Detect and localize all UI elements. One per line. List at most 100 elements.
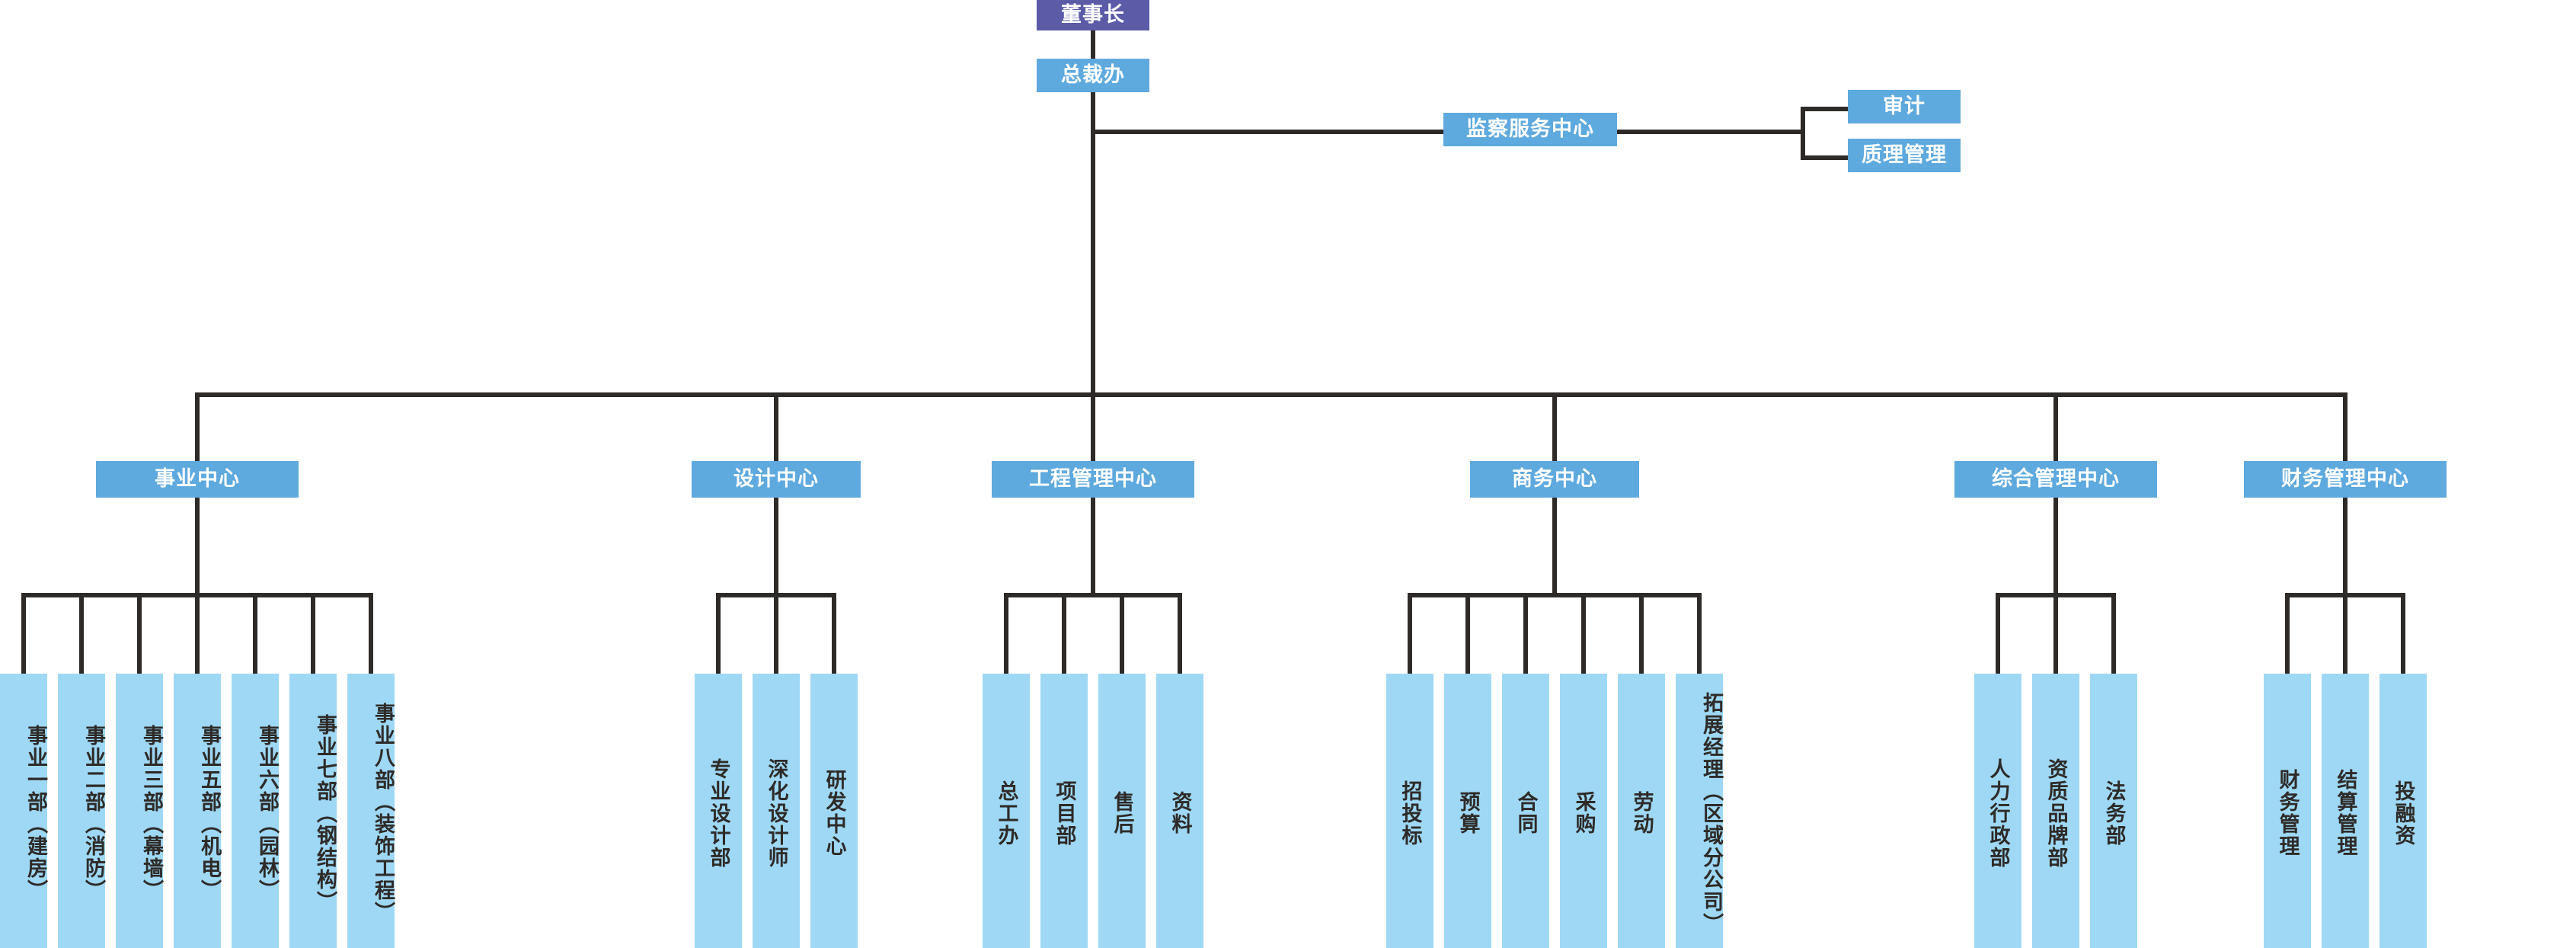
edge-spine-to-supervision bbox=[1091, 130, 1443, 134]
edge-group-0-leaf-1 bbox=[79, 593, 84, 674]
node-center-engineering-label: 工程管理中心 bbox=[1029, 467, 1157, 491]
edge-group-0-leaf-0 bbox=[21, 593, 26, 674]
edge-group-2-leaf-2 bbox=[1120, 593, 1124, 674]
leaf-dept-1-label: 事业二部（消防） bbox=[82, 725, 105, 902]
leaf-dept-5-label: 事业七部（钢结构） bbox=[314, 713, 337, 913]
leaf-dept-6-label: 事业八部（装饰工程） bbox=[372, 703, 395, 924]
leaf-dept-23-label: 财务管理 bbox=[2276, 769, 2300, 857]
edge-group-0-leaf-2 bbox=[137, 593, 142, 674]
leaf-dept-19[interactable]: 拓展经理（区域分公司） bbox=[1676, 674, 1723, 948]
node-center-comprehensive[interactable]: 综合管理中心 bbox=[1954, 461, 2157, 498]
leaf-dept-24[interactable]: 结算管理 bbox=[2322, 674, 2369, 948]
leaf-dept-14[interactable]: 招投标 bbox=[1386, 674, 1433, 948]
leaf-dept-4[interactable]: 事业六部（园林） bbox=[232, 674, 279, 948]
edge-group-3-leaf-5 bbox=[1697, 593, 1702, 674]
edge-group-2-leaf-1 bbox=[1062, 593, 1066, 674]
leaf-dept-7[interactable]: 专业设计部 bbox=[695, 674, 742, 948]
leaf-dept-1[interactable]: 事业二部（消防） bbox=[58, 674, 105, 948]
leaf-dept-6[interactable]: 事业八部（装饰工程） bbox=[347, 674, 395, 948]
leaf-dept-19-label: 拓展经理（区域分公司） bbox=[1700, 691, 1723, 935]
leaf-dept-0-label: 事业一部（建房） bbox=[24, 725, 47, 902]
edge-center-1-drop bbox=[774, 498, 778, 593]
leaf-dept-23[interactable]: 财务管理 bbox=[2264, 674, 2311, 948]
edge-group-3-leaf-0 bbox=[1408, 593, 1412, 674]
edge-group-4-leaf-2 bbox=[2111, 593, 2116, 674]
edge-group-0-leaf-3 bbox=[195, 593, 200, 674]
leaf-dept-12-label: 售后 bbox=[1111, 791, 1134, 835]
edge-main-bus bbox=[195, 392, 2347, 397]
edge-group-2-bus bbox=[1004, 593, 1182, 597]
node-quality-management-label: 质理管理 bbox=[1862, 143, 1947, 167]
leaf-dept-8-label: 深化设计师 bbox=[765, 757, 788, 869]
edge-group-0-leaf-6 bbox=[369, 593, 373, 674]
edge-group-1-leaf-2 bbox=[832, 593, 836, 674]
edge-center-4-drop bbox=[2053, 498, 2058, 593]
leaf-dept-5[interactable]: 事业七部（钢结构） bbox=[289, 674, 337, 948]
edge-group-5-leaf-0 bbox=[2285, 593, 2290, 674]
leaf-dept-18[interactable]: 劳动 bbox=[1618, 674, 1665, 948]
node-center-finance-label: 财务管理中心 bbox=[2281, 467, 2409, 491]
leaf-dept-11[interactable]: 项目部 bbox=[1040, 674, 1088, 948]
leaf-dept-16[interactable]: 合同 bbox=[1502, 674, 1549, 948]
edge-group-3-leaf-1 bbox=[1465, 593, 1470, 674]
edge-center-5-drop bbox=[2343, 498, 2347, 593]
edge-center-3-drop bbox=[1552, 498, 1557, 593]
edge-bus-to-center-0 bbox=[195, 392, 200, 461]
node-center-engineering[interactable]: 工程管理中心 bbox=[992, 461, 1194, 498]
leaf-dept-2[interactable]: 事业三部（幕墙） bbox=[116, 674, 163, 948]
node-chairman[interactable]: 董事长 bbox=[1037, 0, 1149, 30]
leaf-dept-0[interactable]: 事业一部（建房） bbox=[0, 674, 47, 948]
node-audit[interactable]: 审计 bbox=[1848, 90, 1961, 123]
edge-group-3-leaf-4 bbox=[1639, 593, 1644, 674]
edge-group-1-leaf-0 bbox=[716, 593, 721, 674]
node-quality-management[interactable]: 质理管理 bbox=[1848, 139, 1961, 172]
edge-bus-to-center-4 bbox=[2053, 392, 2058, 461]
leaf-dept-17-label: 采购 bbox=[1572, 791, 1596, 835]
node-president-office-label: 总裁办 bbox=[1061, 63, 1125, 87]
edge-split-to-audit bbox=[1801, 107, 1848, 111]
node-center-finance[interactable]: 财务管理中心 bbox=[2244, 461, 2447, 498]
leaf-dept-21[interactable]: 资质品牌部 bbox=[2032, 674, 2079, 948]
edge-supervision-to-split bbox=[1617, 130, 1805, 134]
edge-group-0-leaf-5 bbox=[311, 593, 315, 674]
edge-group-3-leaf-3 bbox=[1581, 593, 1586, 674]
node-center-commerce[interactable]: 商务中心 bbox=[1470, 461, 1639, 498]
leaf-dept-12[interactable]: 售后 bbox=[1098, 674, 1146, 948]
edge-group-5-leaf-1 bbox=[2343, 593, 2347, 674]
leaf-dept-24-label: 结算管理 bbox=[2334, 769, 2357, 857]
edge-supervision-split bbox=[1801, 107, 1805, 160]
node-center-design[interactable]: 设计中心 bbox=[692, 461, 861, 498]
leaf-dept-10-label: 总工办 bbox=[995, 780, 1018, 847]
leaf-dept-25[interactable]: 投融资 bbox=[2379, 674, 2427, 948]
node-center-business-label: 事业中心 bbox=[155, 467, 240, 491]
leaf-dept-7-label: 专业设计部 bbox=[707, 757, 730, 869]
node-supervision-center[interactable]: 监察服务中心 bbox=[1443, 113, 1617, 146]
leaf-dept-2-label: 事业三部（幕墙） bbox=[140, 725, 163, 902]
edge-split-to-quality bbox=[1801, 155, 1848, 160]
edge-group-4-leaf-0 bbox=[1996, 593, 2000, 674]
leaf-dept-9[interactable]: 研发中心 bbox=[810, 674, 858, 948]
edge-bus-to-center-3 bbox=[1552, 392, 1557, 461]
leaf-dept-17[interactable]: 采购 bbox=[1560, 674, 1607, 948]
leaf-dept-15[interactable]: 预算 bbox=[1444, 674, 1491, 948]
edge-president-spine bbox=[1091, 92, 1095, 392]
leaf-dept-13[interactable]: 资料 bbox=[1156, 674, 1203, 948]
edge-center-0-drop bbox=[195, 498, 200, 593]
edge-group-3-bus bbox=[1408, 593, 1702, 597]
edge-group-2-leaf-3 bbox=[1178, 593, 1182, 674]
leaf-dept-4-label: 事业六部（园林） bbox=[256, 725, 279, 902]
leaf-dept-14-label: 招投标 bbox=[1398, 780, 1422, 847]
leaf-dept-25-label: 投融资 bbox=[2392, 780, 2415, 847]
leaf-dept-3[interactable]: 事业五部（机电） bbox=[174, 674, 221, 948]
leaf-dept-10[interactable]: 总工办 bbox=[983, 674, 1030, 948]
edge-bus-to-center-2 bbox=[1091, 392, 1095, 461]
node-president-office[interactable]: 总裁办 bbox=[1037, 59, 1149, 92]
leaf-dept-8[interactable]: 深化设计师 bbox=[753, 674, 800, 948]
edge-bus-to-center-1 bbox=[774, 392, 778, 461]
node-center-business[interactable]: 事业中心 bbox=[96, 461, 299, 498]
edge-group-4-leaf-1 bbox=[2053, 593, 2058, 674]
edge-group-3-leaf-2 bbox=[1523, 593, 1528, 674]
leaf-dept-20[interactable]: 人力行政部 bbox=[1974, 674, 2021, 948]
leaf-dept-22[interactable]: 法务部 bbox=[2090, 674, 2137, 948]
